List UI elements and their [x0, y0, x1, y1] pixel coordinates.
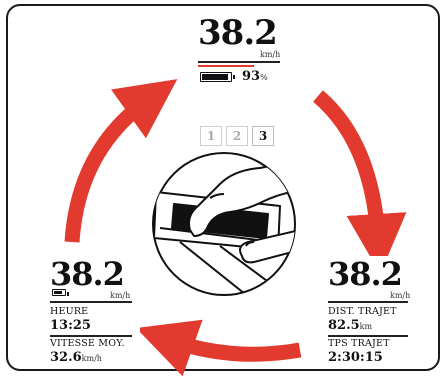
arrow-left	[64, 79, 178, 243]
center-speed-unit: km/h	[260, 50, 281, 59]
right-field2-value: 2:30:15	[328, 350, 383, 365]
assist-level-3[interactable]: 3	[252, 126, 274, 146]
assist-level-selector: 1 2 3	[200, 126, 278, 146]
right-screen: 38.2 km/h DIST. TRAJET 82.5km TPS TRAJET…	[318, 256, 410, 368]
left-field2-label: VITESSE MOY.	[50, 338, 125, 349]
left-rule-2	[50, 335, 132, 337]
right-rule-2	[328, 335, 408, 337]
right-rule	[328, 301, 408, 303]
finger-pressing-button-icon	[152, 152, 296, 296]
center-speed: 38.2	[198, 13, 278, 53]
right-field1-value: 82.5km	[328, 318, 373, 333]
right-speed-unit: km/h	[390, 291, 411, 300]
assist-level-1[interactable]: 1	[200, 126, 222, 146]
left-field2-value: 32.6km/h	[50, 350, 102, 365]
left-battery-fill	[54, 291, 62, 294]
left-rule	[50, 301, 132, 303]
left-field1-value: 13:25	[50, 318, 91, 333]
right-speed: 38.2	[328, 255, 403, 293]
left-battery-icon	[52, 289, 69, 296]
left-field1-label: HEURE	[50, 306, 89, 317]
assist-level-2[interactable]: 2	[226, 126, 248, 146]
arrow-top-right	[313, 90, 407, 274]
battery-fill	[202, 74, 228, 80]
left-speed-unit: km/h	[110, 291, 131, 300]
arrow-bottom	[136, 319, 302, 377]
battery-percent: 93%	[242, 69, 268, 84]
right-field2-label: TPS TRAJET	[328, 338, 390, 349]
left-speed: 38.2	[50, 255, 125, 293]
left-screen: 38.2 km/h HEURE 13:25 VITESSE MOY. 32.6k…	[48, 256, 140, 368]
center-rule	[198, 61, 280, 63]
center-red-rule	[198, 65, 254, 67]
display-frame	[6, 4, 440, 371]
right-field1-label: DIST. TRAJET	[328, 306, 397, 317]
center-screen: 38.2 km/h 93%	[190, 10, 290, 122]
battery-icon	[200, 72, 235, 82]
